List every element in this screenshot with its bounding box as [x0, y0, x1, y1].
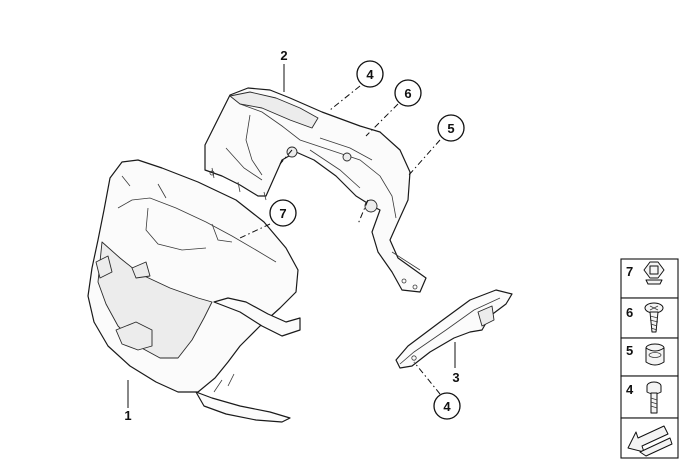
- svg-text:4: 4: [443, 399, 451, 414]
- legend-label-5: 5: [626, 343, 633, 358]
- callout-5: 5: [437, 114, 465, 142]
- screw-icon: [644, 302, 664, 333]
- bracket-part-3: [395, 289, 513, 369]
- callout-6: 6: [394, 79, 422, 107]
- bolt-icon: [646, 381, 662, 414]
- svg-text:6: 6: [404, 86, 411, 101]
- clip-nut-icon: [643, 261, 665, 285]
- arrow-icon: [627, 425, 673, 457]
- legend-label-6: 6: [626, 305, 633, 320]
- part-label-1: 1: [124, 408, 131, 423]
- part-label-2: 2: [280, 48, 287, 63]
- legend-label-4: 4: [626, 382, 634, 397]
- rubber-grommet-icon: [645, 343, 665, 366]
- svg-text:7: 7: [279, 206, 286, 221]
- front-fairing-part-1: [87, 159, 301, 423]
- legend-label-7: 7: [626, 264, 633, 279]
- hardware-legend: 7 6 5 4: [620, 258, 679, 459]
- support-frame-part-2: [204, 87, 427, 293]
- callout-4-top: 4: [356, 60, 384, 88]
- callout-7: 7: [269, 199, 297, 227]
- svg-text:5: 5: [447, 121, 454, 136]
- svg-text:4: 4: [366, 67, 374, 82]
- leader-lines: [127, 64, 456, 408]
- callout-4-bottom: 4: [433, 392, 461, 420]
- part-label-3: 3: [452, 370, 459, 385]
